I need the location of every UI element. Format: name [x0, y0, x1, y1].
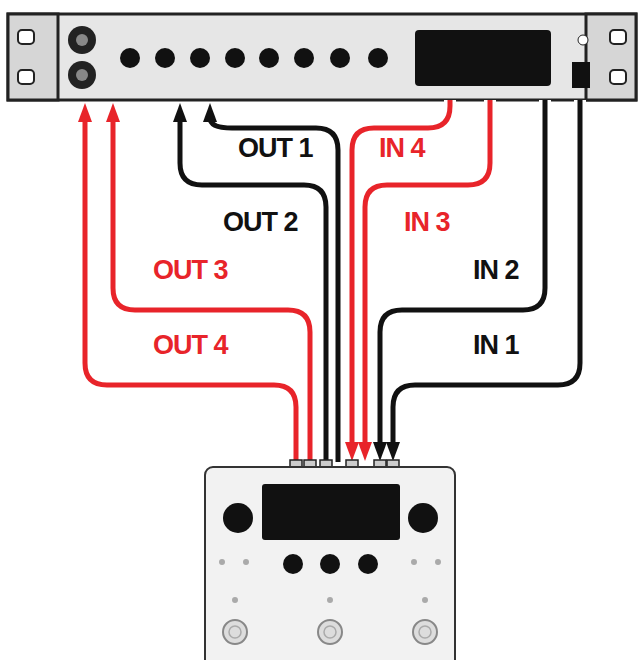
cable	[85, 100, 580, 462]
pedal-unit	[205, 460, 455, 660]
signal-label: IN 1	[471, 331, 521, 360]
signal-label: IN 4	[377, 134, 427, 163]
signal-label: OUT 4	[151, 331, 230, 360]
signal-label: IN 2	[471, 256, 521, 285]
signal-label: OUT 3	[151, 256, 230, 285]
arrowhead	[78, 103, 400, 461]
signal-label: OUT 1	[236, 134, 315, 163]
rack-unit	[8, 14, 636, 100]
signal-label: OUT 2	[221, 208, 300, 237]
signal-label: IN 3	[402, 208, 452, 237]
